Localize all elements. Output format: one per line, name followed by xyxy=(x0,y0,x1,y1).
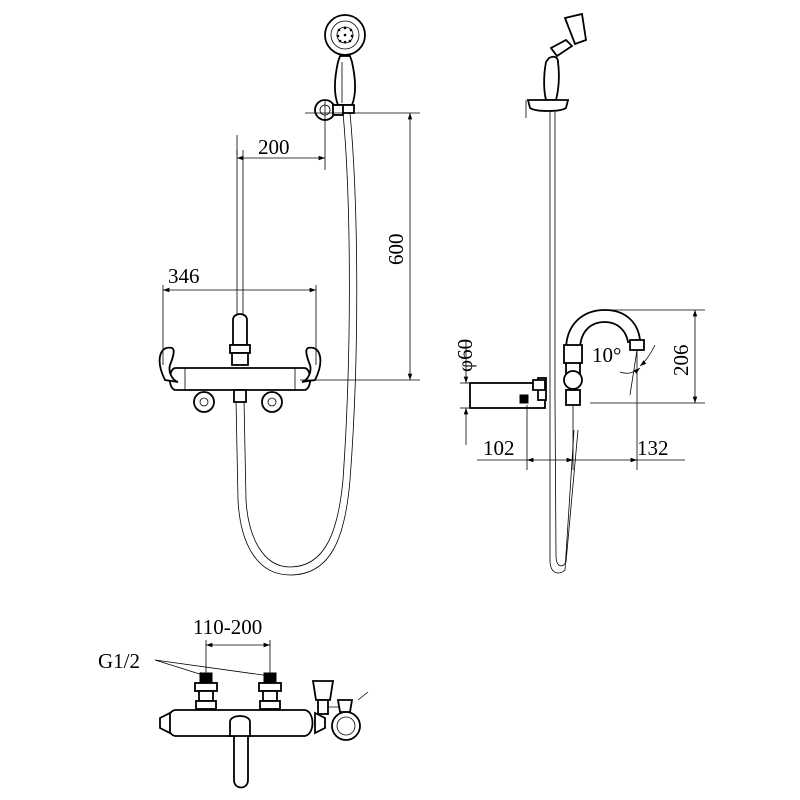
dim-arm-offset: 200 xyxy=(258,135,290,159)
dim-spout-angle: 10° xyxy=(592,343,621,367)
top-view: 110-200 G1/2 xyxy=(98,615,369,789)
dim-spout-reach: 132 xyxy=(637,436,669,460)
side-view: φ60 10° 206 102 132 xyxy=(453,12,705,574)
dim-wall-to-body: 102 xyxy=(483,436,515,460)
top-shower-head-icon xyxy=(331,711,361,741)
side-shower-head-icon xyxy=(525,12,588,118)
spout-icon xyxy=(563,309,645,406)
dim-body-diameter: φ60 xyxy=(453,339,477,372)
dim-inlet-distance: 110-200 xyxy=(193,615,262,639)
dim-total-width: 346 xyxy=(168,264,200,288)
front-view: 200 346 600 xyxy=(158,14,420,576)
faucet-body-icon xyxy=(158,313,322,413)
thread-label: G1/2 xyxy=(98,649,140,673)
hand-shower-head-icon xyxy=(324,14,366,114)
dim-riser-height: 600 xyxy=(384,234,408,266)
dim-spout-height: 206 xyxy=(669,345,693,377)
inlet-right-icon xyxy=(258,672,282,710)
inlet-left-icon xyxy=(194,672,218,710)
